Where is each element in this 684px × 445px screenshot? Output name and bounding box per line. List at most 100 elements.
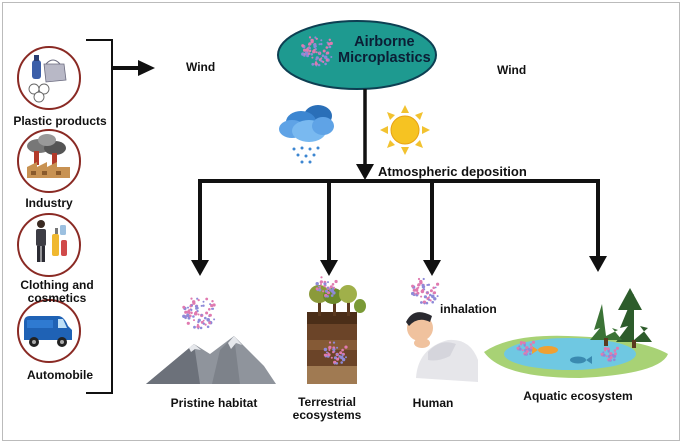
- microplastic-particle: [330, 56, 333, 58]
- microplastic-particle: [611, 353, 615, 357]
- microplastic-particle: [303, 48, 307, 52]
- source-label-clothing-cosmetics: Clothing and cosmetics: [20, 279, 93, 305]
- microplastic-particle: [524, 353, 526, 356]
- microplastic-particle: [188, 314, 192, 318]
- microplastic-particle: [529, 352, 532, 356]
- microplastic-particle: [306, 54, 310, 58]
- microplastic-particle: [328, 45, 332, 49]
- microplastic-particle: [425, 301, 429, 305]
- microplastic-particle: [187, 316, 191, 320]
- microplastic-particle: [519, 341, 522, 344]
- microplastic-particle: [193, 319, 195, 322]
- microplastic-particle: [428, 296, 430, 298]
- microplastic-particle: [429, 299, 432, 302]
- microplastic-particle: [307, 52, 311, 55]
- microplastic-particle: [204, 323, 207, 326]
- microplastic-particle: [318, 288, 322, 292]
- microplastic-particle: [321, 54, 325, 57]
- microplastic-particle: [417, 284, 419, 287]
- microplastic-particle: [320, 283, 322, 286]
- microplastic-particle: [213, 318, 216, 321]
- microplastic-particle: [323, 55, 328, 60]
- microplastic-particle: [314, 36, 317, 39]
- microplastic-particle: [427, 283, 431, 286]
- microplastic-particle: [315, 61, 317, 64]
- microplastic-particle: [341, 348, 344, 352]
- microplastic-particle: [305, 48, 309, 52]
- destination-label-terrestrial-line-1: Terrestrial: [298, 395, 356, 409]
- microplastic-particle: [330, 294, 334, 297]
- microplastic-particle: [420, 295, 423, 298]
- microplastic-particle: [210, 304, 214, 308]
- title-line-2: Microplastics: [338, 50, 431, 66]
- microplastic-particle: [200, 313, 203, 316]
- microplastic-particle: [202, 304, 205, 307]
- microplastic-particle: [328, 38, 331, 41]
- microplastic-particle: [421, 283, 425, 287]
- microplastic-particle: [606, 347, 610, 351]
- microplastic-particle: [327, 353, 331, 357]
- microplastic-particle: [333, 362, 336, 365]
- microplastic-particle: [189, 305, 192, 308]
- microplastic-particle: [336, 353, 339, 355]
- microplastic-particle: [315, 64, 318, 67]
- microplastic-particle: [318, 51, 321, 54]
- microplastic-particle: [315, 287, 319, 291]
- microplastic-particle: [195, 307, 198, 310]
- microplastic-particle: [187, 306, 189, 309]
- microplastic-particle: [322, 290, 325, 293]
- soil-trees-icon: [307, 285, 366, 384]
- microplastic-particle: [192, 315, 195, 318]
- microplastic-particle: [208, 321, 212, 325]
- microplastic-particle: [521, 349, 524, 352]
- microplastic-particle: [193, 311, 198, 316]
- microplastic-particle: [344, 345, 348, 349]
- microplastic-particle: [322, 49, 326, 53]
- microplastic-particle: [196, 297, 199, 300]
- microplastic-particle: [340, 361, 344, 364]
- figure-border: [2, 2, 680, 441]
- microplastic-particle: [607, 350, 610, 353]
- microplastic-particle: [197, 327, 200, 330]
- microplastic-particle: [600, 352, 604, 356]
- microplastic-particle: [419, 281, 423, 285]
- microplastic-particle: [325, 58, 329, 62]
- microplastic-particle: [202, 300, 205, 303]
- microplastic-particle: [527, 347, 531, 351]
- source-label-plastic-products: Plastic products: [13, 114, 107, 128]
- microplastic-particle: [190, 308, 193, 312]
- microplastic-particle: [420, 301, 423, 304]
- microplastic-particle: [411, 291, 415, 296]
- microplastic-particle: [182, 305, 186, 309]
- plastic-products-icon: [28, 55, 67, 103]
- microplastic-particle: [312, 49, 316, 54]
- title-line-1: Airborne: [354, 34, 415, 50]
- microplastic-particle: [197, 299, 200, 302]
- microplastic-particle: [308, 36, 312, 39]
- microplastic-particle: [192, 301, 196, 305]
- microplastic-particle: [310, 40, 314, 44]
- microplastic-particle: [310, 53, 314, 56]
- factory-icon: [27, 134, 70, 178]
- microplastic-particle: [332, 348, 335, 351]
- microplastic-particle: [429, 289, 433, 293]
- microplastic-particle: [525, 350, 529, 353]
- microplastic-particle: [186, 313, 190, 318]
- microplastic-particle: [334, 279, 338, 284]
- microplastic-particle: [301, 52, 305, 56]
- microplastic-particle: [196, 325, 200, 329]
- microplastic-particle: [324, 62, 327, 66]
- microplastic-particle: [204, 316, 207, 320]
- microplastic-particle: [206, 318, 210, 322]
- microplastic-particle: [417, 277, 421, 281]
- microplastic-particle: [331, 283, 335, 286]
- source-label-automobile: Automobile: [27, 368, 93, 382]
- microplastic-particle: [197, 320, 200, 324]
- sun-icon: [380, 105, 430, 155]
- microplastic-particle: [205, 297, 209, 301]
- particle-cluster-pristine: [182, 297, 216, 330]
- microplastic-particle: [602, 351, 605, 354]
- microplastic-particle: [327, 42, 331, 46]
